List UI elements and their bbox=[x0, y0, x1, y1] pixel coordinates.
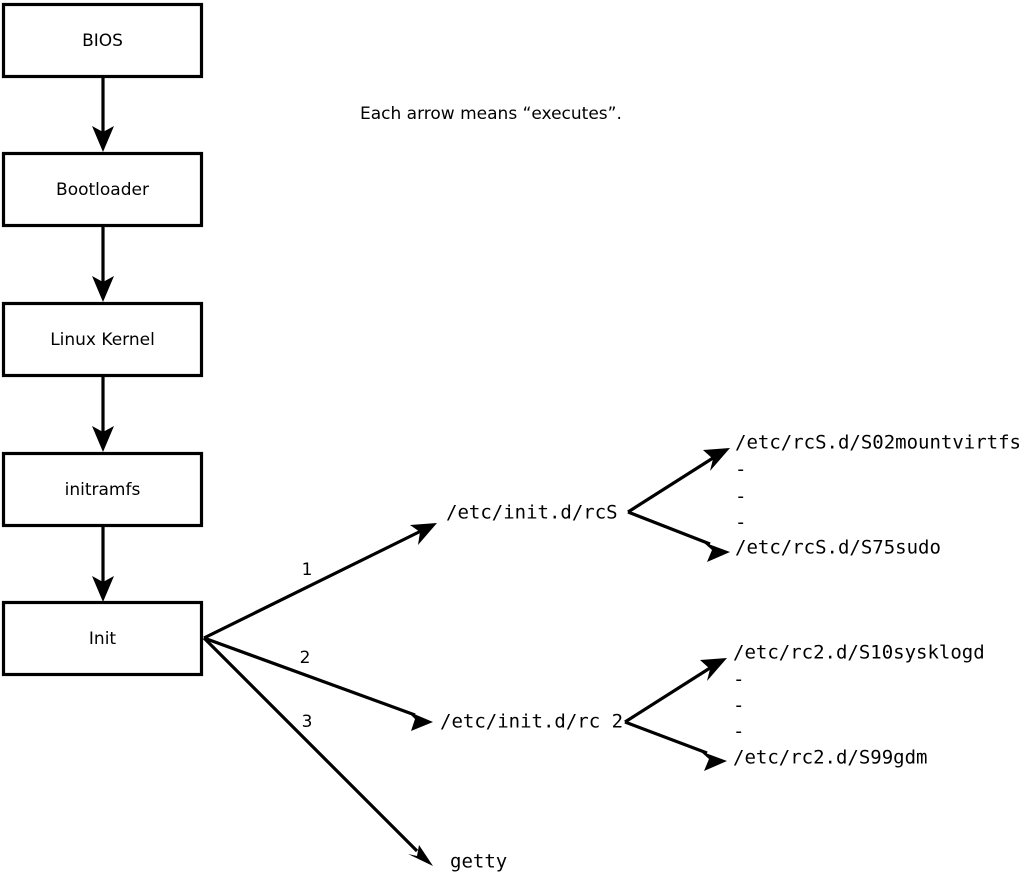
arrow-init-to-rc2: 2 bbox=[203, 636, 433, 731]
label-rcs-first-script: /etc/rcS.d/S02mountvirtfs bbox=[735, 432, 1021, 454]
node-initramfs-rect bbox=[1, 451, 204, 528]
label-rc2-first-script: /etc/rc2.d/S10sysklogd bbox=[733, 642, 985, 664]
node-bootloader: Bootloader bbox=[1, 151, 204, 228]
node-linux-kernel-label: Linux Kernel bbox=[50, 330, 155, 350]
edge-number-3: 3 bbox=[302, 712, 313, 732]
arrow-kernel-to-initramfs bbox=[92, 376, 114, 452]
arrow-rcs-to-first-script bbox=[627, 448, 730, 514]
rc2-ellipsis-dash-1: - bbox=[733, 669, 744, 691]
node-bios: BIOS bbox=[1, 2, 204, 79]
arrow-init-to-rcs: 1 bbox=[203, 523, 437, 640]
rcs-ellipsis-dash-3: - bbox=[735, 512, 746, 534]
arrowhead bbox=[92, 426, 114, 452]
node-linux-kernel-rect bbox=[1, 301, 204, 378]
arrowhead bbox=[703, 542, 730, 562]
arrow-rc2-to-first-script bbox=[624, 658, 727, 724]
label-rc2-last-script: /etc/rc2.d/S99gdm bbox=[733, 747, 927, 769]
edge-number-2: 2 bbox=[300, 648, 311, 668]
rcs-ellipsis-dash-1: - bbox=[735, 459, 746, 481]
node-bootloader-rect bbox=[1, 151, 204, 228]
edge-number-1: 1 bbox=[302, 560, 313, 580]
node-init: Init bbox=[1, 600, 204, 677]
label-rcs-last-script: /etc/rcS.d/S75sudo bbox=[735, 537, 941, 559]
arrowhead bbox=[92, 276, 114, 302]
label-getty: getty bbox=[450, 851, 507, 873]
node-bootloader-label: Bootloader bbox=[56, 180, 149, 200]
diagram-caption: Each arrow means “executes”. bbox=[360, 104, 622, 124]
arrowhead bbox=[700, 658, 727, 681]
arrowhead bbox=[700, 751, 727, 771]
label-init-d-rc2: /etc/init.d/rc 2 bbox=[440, 711, 623, 733]
rc2-ellipsis-dash-2: - bbox=[733, 695, 744, 717]
arrow-bios-to-bootloader bbox=[92, 77, 114, 152]
rcs-ellipsis-dash-2: - bbox=[735, 486, 746, 508]
arrowhead bbox=[410, 523, 437, 545]
arrow-init-to-getty: 3 bbox=[202, 636, 433, 866]
arrowhead bbox=[703, 448, 730, 471]
node-bios-label: BIOS bbox=[82, 31, 123, 51]
arrowhead bbox=[408, 845, 433, 866]
arrowhead bbox=[92, 126, 114, 152]
arrowhead bbox=[407, 711, 433, 731]
node-initramfs-label: initramfs bbox=[65, 480, 141, 500]
node-init-rect bbox=[1, 600, 204, 677]
node-init-label: Init bbox=[89, 629, 117, 649]
arrow-rc2-to-last-script bbox=[624, 720, 727, 771]
arrowhead bbox=[92, 576, 114, 602]
node-initramfs: initramfs bbox=[1, 451, 204, 528]
arrow-bootloader-to-kernel bbox=[92, 226, 114, 302]
rc2-ellipsis-dash-3: - bbox=[733, 721, 744, 743]
arrow-rcs-to-last-script bbox=[627, 510, 730, 562]
arrow-initramfs-to-init bbox=[92, 526, 114, 602]
node-linux-kernel: Linux Kernel bbox=[1, 301, 204, 378]
label-init-d-rcs: /etc/init.d/rcS bbox=[446, 502, 618, 524]
node-bios-rect bbox=[1, 2, 204, 79]
